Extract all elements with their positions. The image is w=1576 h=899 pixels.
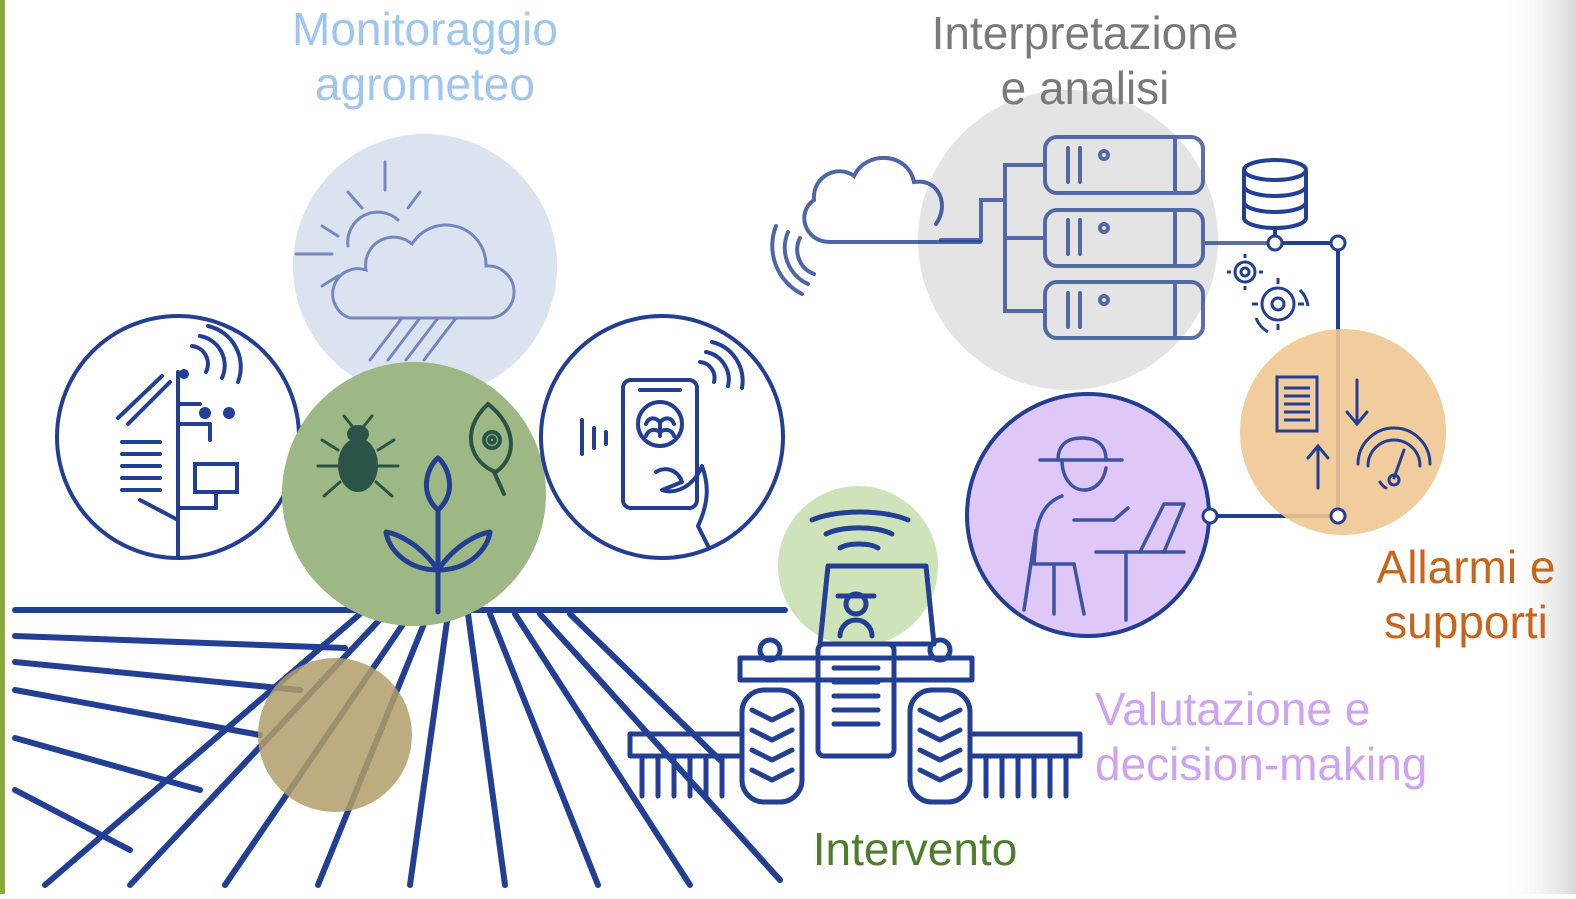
plant-sprout-icon (383, 455, 493, 615)
smartphone-app-icon (539, 314, 785, 560)
label-alarms-line1: Allarmi e (1376, 541, 1556, 593)
farmer-laptop-icon (1022, 436, 1186, 622)
label-monitoring-line1: Monitoraggio (292, 3, 558, 55)
connector-node (1329, 234, 1347, 252)
gears-icon (1227, 254, 1310, 334)
gauge-icon (1356, 426, 1432, 490)
farmer-circle (965, 392, 1211, 638)
arrows-icon (1306, 378, 1369, 490)
leaf-disease-icon (469, 401, 513, 496)
right-edge-shade (1500, 0, 1576, 894)
database-icon (1242, 158, 1308, 243)
soil-circle (258, 658, 412, 812)
label-alarms-line2: supporti (1384, 596, 1548, 649)
label-alarms: Allarmi e supporti (1360, 540, 1572, 650)
label-evaluation-line2: decision-making (1095, 738, 1428, 791)
connector-node (1329, 507, 1347, 525)
weather-station-icon (55, 314, 301, 560)
station-dot (179, 369, 189, 379)
sun-cloud-rain-icon (294, 160, 516, 362)
weather-circle (293, 134, 557, 398)
label-monitoring-line2: agrometeo (315, 58, 535, 111)
document-icon (1275, 375, 1319, 433)
server-rack-icon (939, 135, 1277, 340)
label-interpretation-line1: Interpretazione (931, 7, 1239, 59)
label-intervention-text: Intervento (812, 823, 1018, 875)
station-dot (223, 407, 235, 419)
connector-node (1201, 507, 1219, 525)
connector-node (1266, 234, 1284, 252)
label-interpretation: Interpretazione e analisi (885, 6, 1285, 116)
label-monitoring: Monitoraggio agrometeo (230, 2, 620, 112)
alarm-circle (1240, 329, 1446, 535)
label-interpretation-line2: e analisi (1000, 62, 1170, 115)
bug-icon (316, 414, 400, 498)
plant-circle (282, 362, 546, 626)
left-edge-bar (0, 0, 5, 894)
tractor-icon (627, 509, 1083, 805)
station-dot (199, 407, 211, 419)
label-evaluation: Valutazione e decision-making (1095, 682, 1465, 792)
label-evaluation-line1: Valutazione e (1095, 683, 1371, 735)
label-intervention: Intervento (780, 822, 1050, 877)
